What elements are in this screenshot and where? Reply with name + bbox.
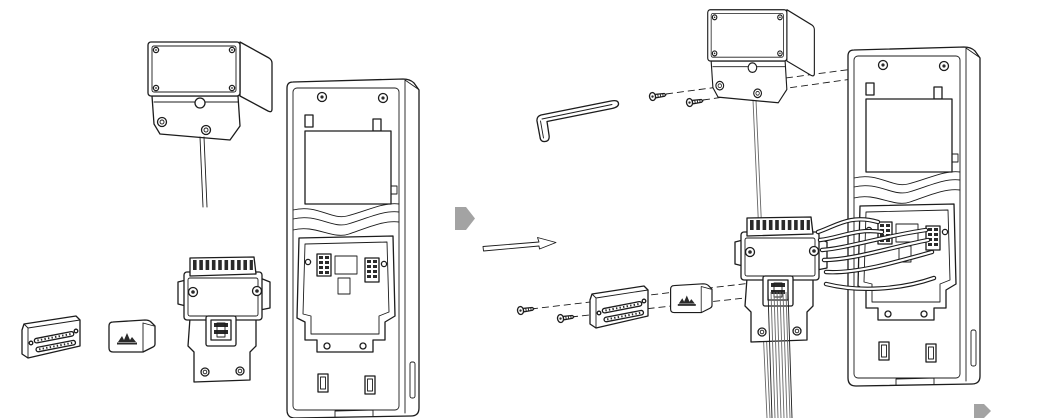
rear-box-right — [707, 9, 815, 104]
front-panel-left — [286, 78, 420, 418]
screw-top-2 — [685, 96, 705, 108]
screw-bottom-1 — [516, 304, 536, 316]
step-arrow-icon — [455, 207, 475, 230]
cable-bracket-left — [21, 315, 81, 359]
left-assembly — [21, 41, 420, 418]
direction-arrow-icon — [482, 237, 557, 252]
screw-bottom-2 — [556, 312, 576, 324]
right-assembly — [516, 9, 981, 418]
rear-box-left — [147, 41, 273, 141]
rear-box-wire-left — [199, 136, 208, 208]
pcb-module-left — [177, 256, 271, 383]
connection-cables — [815, 217, 937, 291]
allen-key — [536, 99, 620, 143]
screw-top-1 — [648, 90, 668, 102]
next-step-arrow-icon — [974, 404, 991, 418]
cable-bundle — [767, 291, 793, 418]
cover-cap-left — [108, 319, 156, 353]
cover-cap-right — [670, 283, 713, 314]
front-panel-right — [847, 46, 981, 387]
cable-bracket-right — [589, 285, 649, 329]
allen-key-edge — [540, 104, 613, 139]
